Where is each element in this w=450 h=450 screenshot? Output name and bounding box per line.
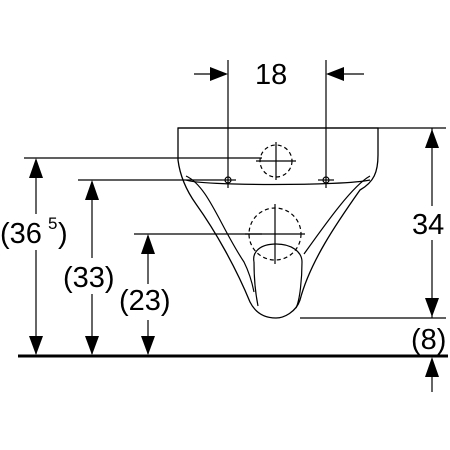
left-fixing-point-crosshair-icon [222, 172, 236, 188]
bottom-gap-label: (8) [411, 324, 446, 356]
right-height-dimension: 34 [300, 127, 450, 319]
top-spacing-label: 18 [255, 59, 287, 91]
rim-height-superscript: 5 [48, 214, 57, 233]
outlet-height-label: (23) [119, 285, 171, 317]
outlet-height-dimension: (23) [118, 233, 262, 355]
bottom-gap-dimension: (8) [411, 324, 446, 392]
toilet-bowl [177, 127, 379, 319]
right-fixing-point-crosshair-icon [318, 172, 334, 188]
rim-height-dimension: (36 5 ) [0, 157, 262, 355]
right-height-label: 34 [412, 209, 444, 241]
top-spacing-dimension: 18 [194, 59, 364, 172]
rim-height-close: ) [58, 218, 68, 250]
fixing-height-label: (33) [63, 262, 115, 294]
fixing-height-dimension: (33) [62, 179, 222, 355]
rim-height-label: (36 [0, 218, 42, 250]
